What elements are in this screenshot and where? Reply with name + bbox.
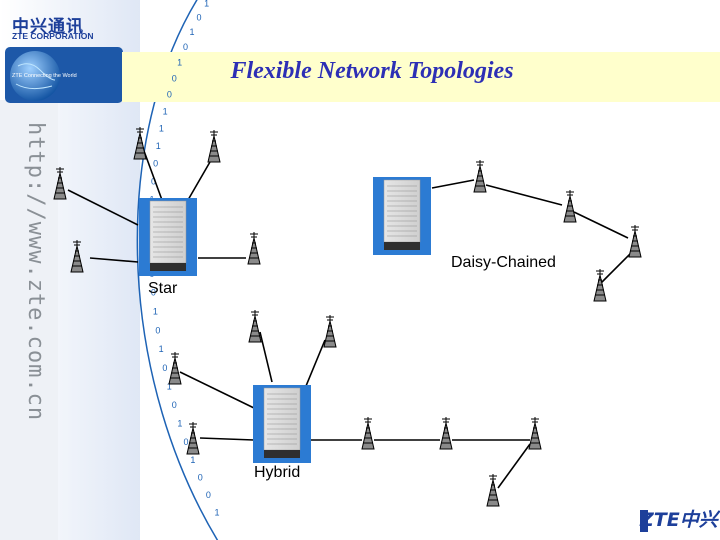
binary-digit: 0 [198,473,203,483]
star-base-station-cabinet-icon [138,197,198,277]
cell-tower-icon [361,416,375,450]
binary-digit: 1 [204,0,209,8]
cell-tower-icon [563,189,577,223]
binary-digit: 1 [159,123,164,133]
hybrid-base-station-cabinet-icon [252,384,312,464]
cell-tower-icon [473,159,487,193]
cell-tower-icon [528,416,542,450]
binary-digit: 1 [190,27,195,37]
binary-digit: 1 [163,106,168,116]
binary-digit: 0 [151,176,156,186]
cell-tower-icon [133,126,147,160]
binary-digit: 0 [167,90,172,100]
binary-digit: 0 [183,42,188,52]
daisy-chained-label: Daisy-Chained [451,254,556,271]
cell-tower-icon [70,239,84,273]
cell-tower-icon [628,224,642,258]
binary-digit: 0 [197,12,202,22]
url-watermark: http://www.zte.com.cn [23,122,48,422]
binary-digit: 1 [214,507,219,517]
globe-icon [10,51,60,101]
cell-tower-icon [248,309,262,343]
binary-digit: 0 [162,363,167,373]
binary-digit: 0 [151,288,156,298]
binary-digit: 1 [159,344,164,354]
cell-tower-icon [207,129,221,163]
cell-tower-icon [593,268,607,302]
daisy-base-station-cabinet-icon [372,176,432,256]
company-logo-en: ZTE CORPORATION [12,31,94,41]
cell-tower-icon [486,473,500,507]
slide-title: Flexible Network Topologies [230,58,514,84]
title-band [122,52,720,102]
globe-caption: ZTE Connecting the World [12,73,77,79]
binary-digit: 1 [177,419,182,429]
binary-digit: 0 [155,325,160,335]
hybrid-links [179,331,531,489]
cell-tower-icon [186,421,200,455]
footer-logo: ZTE中兴 [640,509,718,531]
binary-digit: 0 [172,400,177,410]
binary-digit: 0 [184,437,189,447]
decorative-arc [136,0,219,540]
cell-tower-icon [247,231,261,265]
binary-digit: 0 [172,73,177,83]
binary-digit: 1 [167,382,172,392]
binary-digit: 1 [153,306,158,316]
binary-digit: 1 [156,141,161,151]
url-strip [0,100,58,540]
binary-digit: 0 [153,158,158,168]
cell-tower-icon [439,416,453,450]
company-logo-cn: 中兴通讯 [12,17,84,37]
star-links [67,139,246,263]
cell-tower-icon [53,166,67,200]
footer-logo-mark [640,510,648,532]
star-label: Star [148,280,178,297]
daisy-chain-links [431,179,633,285]
binary-digit: 1 [190,455,195,465]
binary-digit: 1 [177,57,182,67]
cell-tower-icon [168,351,182,385]
binary-digit: 0 [206,490,211,500]
hybrid-label: Hybrid [254,464,301,481]
cell-tower-icon [323,314,337,348]
